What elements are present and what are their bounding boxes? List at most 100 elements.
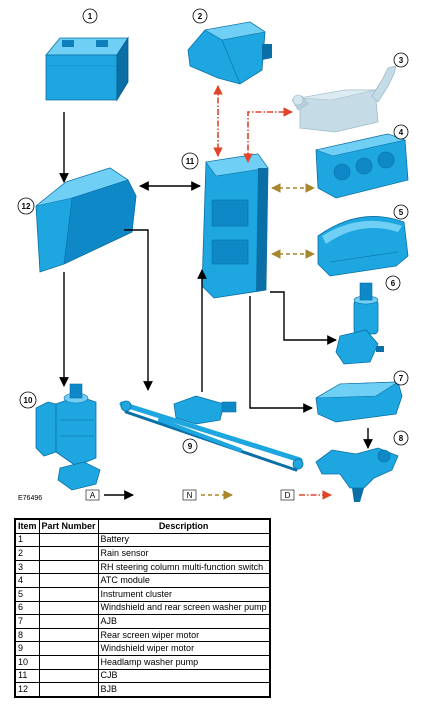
parts-table: Item Part Number Description 1 Battery 2… — [14, 518, 271, 698]
callout-1: 1 — [82, 8, 98, 24]
row-part-number — [38, 546, 99, 561]
svg-text:5: 5 — [399, 208, 404, 217]
table-row: 9 Windshield wiper motor — [14, 641, 271, 656]
headlamp-washer-pump-component — [35, 383, 101, 491]
atc-module-component — [314, 133, 409, 199]
row-item: 6 — [14, 600, 40, 616]
table-row: 12 BJB — [14, 682, 271, 698]
washer-pump-component — [335, 282, 384, 365]
callout-12: 12 — [17, 197, 35, 215]
row-description: BJB — [97, 682, 271, 698]
legend-n: N — [182, 489, 233, 501]
svg-text:4: 4 — [399, 128, 404, 137]
table-row: 2 Rain sensor — [14, 546, 271, 561]
svg-text:N: N — [187, 491, 193, 500]
row-part-number — [38, 573, 99, 588]
row-item: 12 — [14, 682, 40, 698]
row-description: Rear screen wiper motor — [97, 627, 271, 643]
callout-9: 9 — [182, 438, 198, 454]
row-item: 2 — [14, 546, 40, 561]
table-row: 10 Headlamp washer pump — [14, 654, 271, 670]
bus-d-connections — [213, 85, 293, 163]
row-item: 4 — [14, 573, 40, 588]
callout-5: 5 — [393, 204, 409, 220]
table-row: 4 ATC module — [14, 573, 271, 588]
ajb-component — [315, 381, 403, 423]
callout-10: 10 — [19, 391, 37, 409]
row-item: 10 — [14, 654, 40, 670]
row-item: 8 — [14, 627, 40, 643]
row-description: Instrument cluster — [97, 586, 271, 602]
steering-column-switch-component — [291, 65, 397, 133]
row-description: RH steering column multi-function switch — [97, 559, 271, 575]
row-description: AJB — [97, 614, 271, 629]
bus-n-connections — [271, 183, 315, 259]
callout-8: 8 — [393, 430, 409, 446]
row-part-number — [38, 614, 99, 629]
row-part-number — [38, 600, 99, 616]
table-row: 6 Windshield and rear screen washer pump — [14, 600, 271, 616]
svg-text:D: D — [285, 491, 291, 500]
row-description: Windshield wiper motor — [97, 641, 271, 656]
row-description: Rain sensor — [97, 546, 271, 561]
header-description: Description — [97, 518, 271, 534]
instrument-cluster-component — [317, 216, 409, 277]
bus-a-connections — [59, 112, 373, 449]
callout-2: 2 — [192, 8, 208, 24]
table-row: 3 RH steering column multi-function swit… — [14, 559, 271, 575]
svg-text:3: 3 — [399, 56, 404, 65]
row-item: 11 — [14, 668, 40, 684]
table-row: 11 CJB — [14, 668, 271, 684]
row-item: 5 — [14, 586, 40, 602]
callout-3: 3 — [393, 52, 409, 68]
row-part-number — [38, 532, 99, 548]
svg-text:A: A — [90, 491, 96, 500]
row-item: 7 — [14, 614, 40, 629]
table-row: 8 Rear screen wiper motor — [14, 627, 271, 643]
header-part-number: Part Number — [38, 518, 99, 534]
row-item: 9 — [14, 641, 40, 656]
row-item: 1 — [14, 532, 40, 548]
table-row: 1 Battery — [14, 532, 271, 548]
row-part-number — [38, 586, 99, 602]
svg-text:12: 12 — [22, 202, 31, 211]
windshield-wiper-motor-component — [119, 395, 304, 472]
svg-text:1: 1 — [88, 12, 93, 21]
wiper-washer-system-diagram: 1 2 3 4 5 6 7 8 9 10 11 12 — [17, 8, 409, 502]
row-part-number — [38, 682, 99, 698]
table-header-row: Item Part Number Description — [14, 518, 271, 534]
legend-a: A — [85, 489, 134, 501]
figure-id: E76496 — [18, 495, 42, 502]
row-part-number — [38, 641, 99, 656]
row-description: Windshield and rear screen washer pump — [97, 600, 271, 616]
table-row: 5 Instrument cluster — [14, 586, 271, 602]
header-item: Item — [14, 518, 40, 534]
rear-wiper-motor-component — [315, 447, 399, 502]
row-part-number — [38, 559, 99, 575]
svg-text:7: 7 — [399, 374, 404, 383]
table-row: 7 AJB — [14, 614, 271, 629]
row-description: CJB — [97, 668, 271, 684]
svg-text:8: 8 — [399, 434, 404, 443]
row-item: 3 — [14, 559, 40, 575]
battery-component — [45, 36, 129, 102]
legend-d: D — [280, 489, 332, 501]
callout-7: 7 — [393, 370, 409, 386]
row-description: ATC module — [97, 573, 271, 588]
cjb-component — [201, 153, 269, 299]
callout-11: 11 — [181, 152, 199, 170]
row-description: Battery — [97, 532, 271, 548]
row-part-number — [38, 654, 99, 670]
callout-4: 4 — [393, 124, 409, 140]
callout-6: 6 — [385, 275, 401, 291]
svg-text:11: 11 — [186, 157, 195, 166]
row-part-number — [38, 668, 99, 684]
row-description: Headlamp washer pump — [97, 654, 271, 670]
row-part-number — [38, 627, 99, 643]
svg-text:2: 2 — [198, 12, 203, 21]
svg-text:10: 10 — [24, 396, 33, 405]
svg-text:9: 9 — [188, 442, 193, 451]
bjb-component — [35, 167, 137, 273]
rain-sensor-component — [187, 21, 272, 85]
svg-text:6: 6 — [391, 279, 396, 288]
